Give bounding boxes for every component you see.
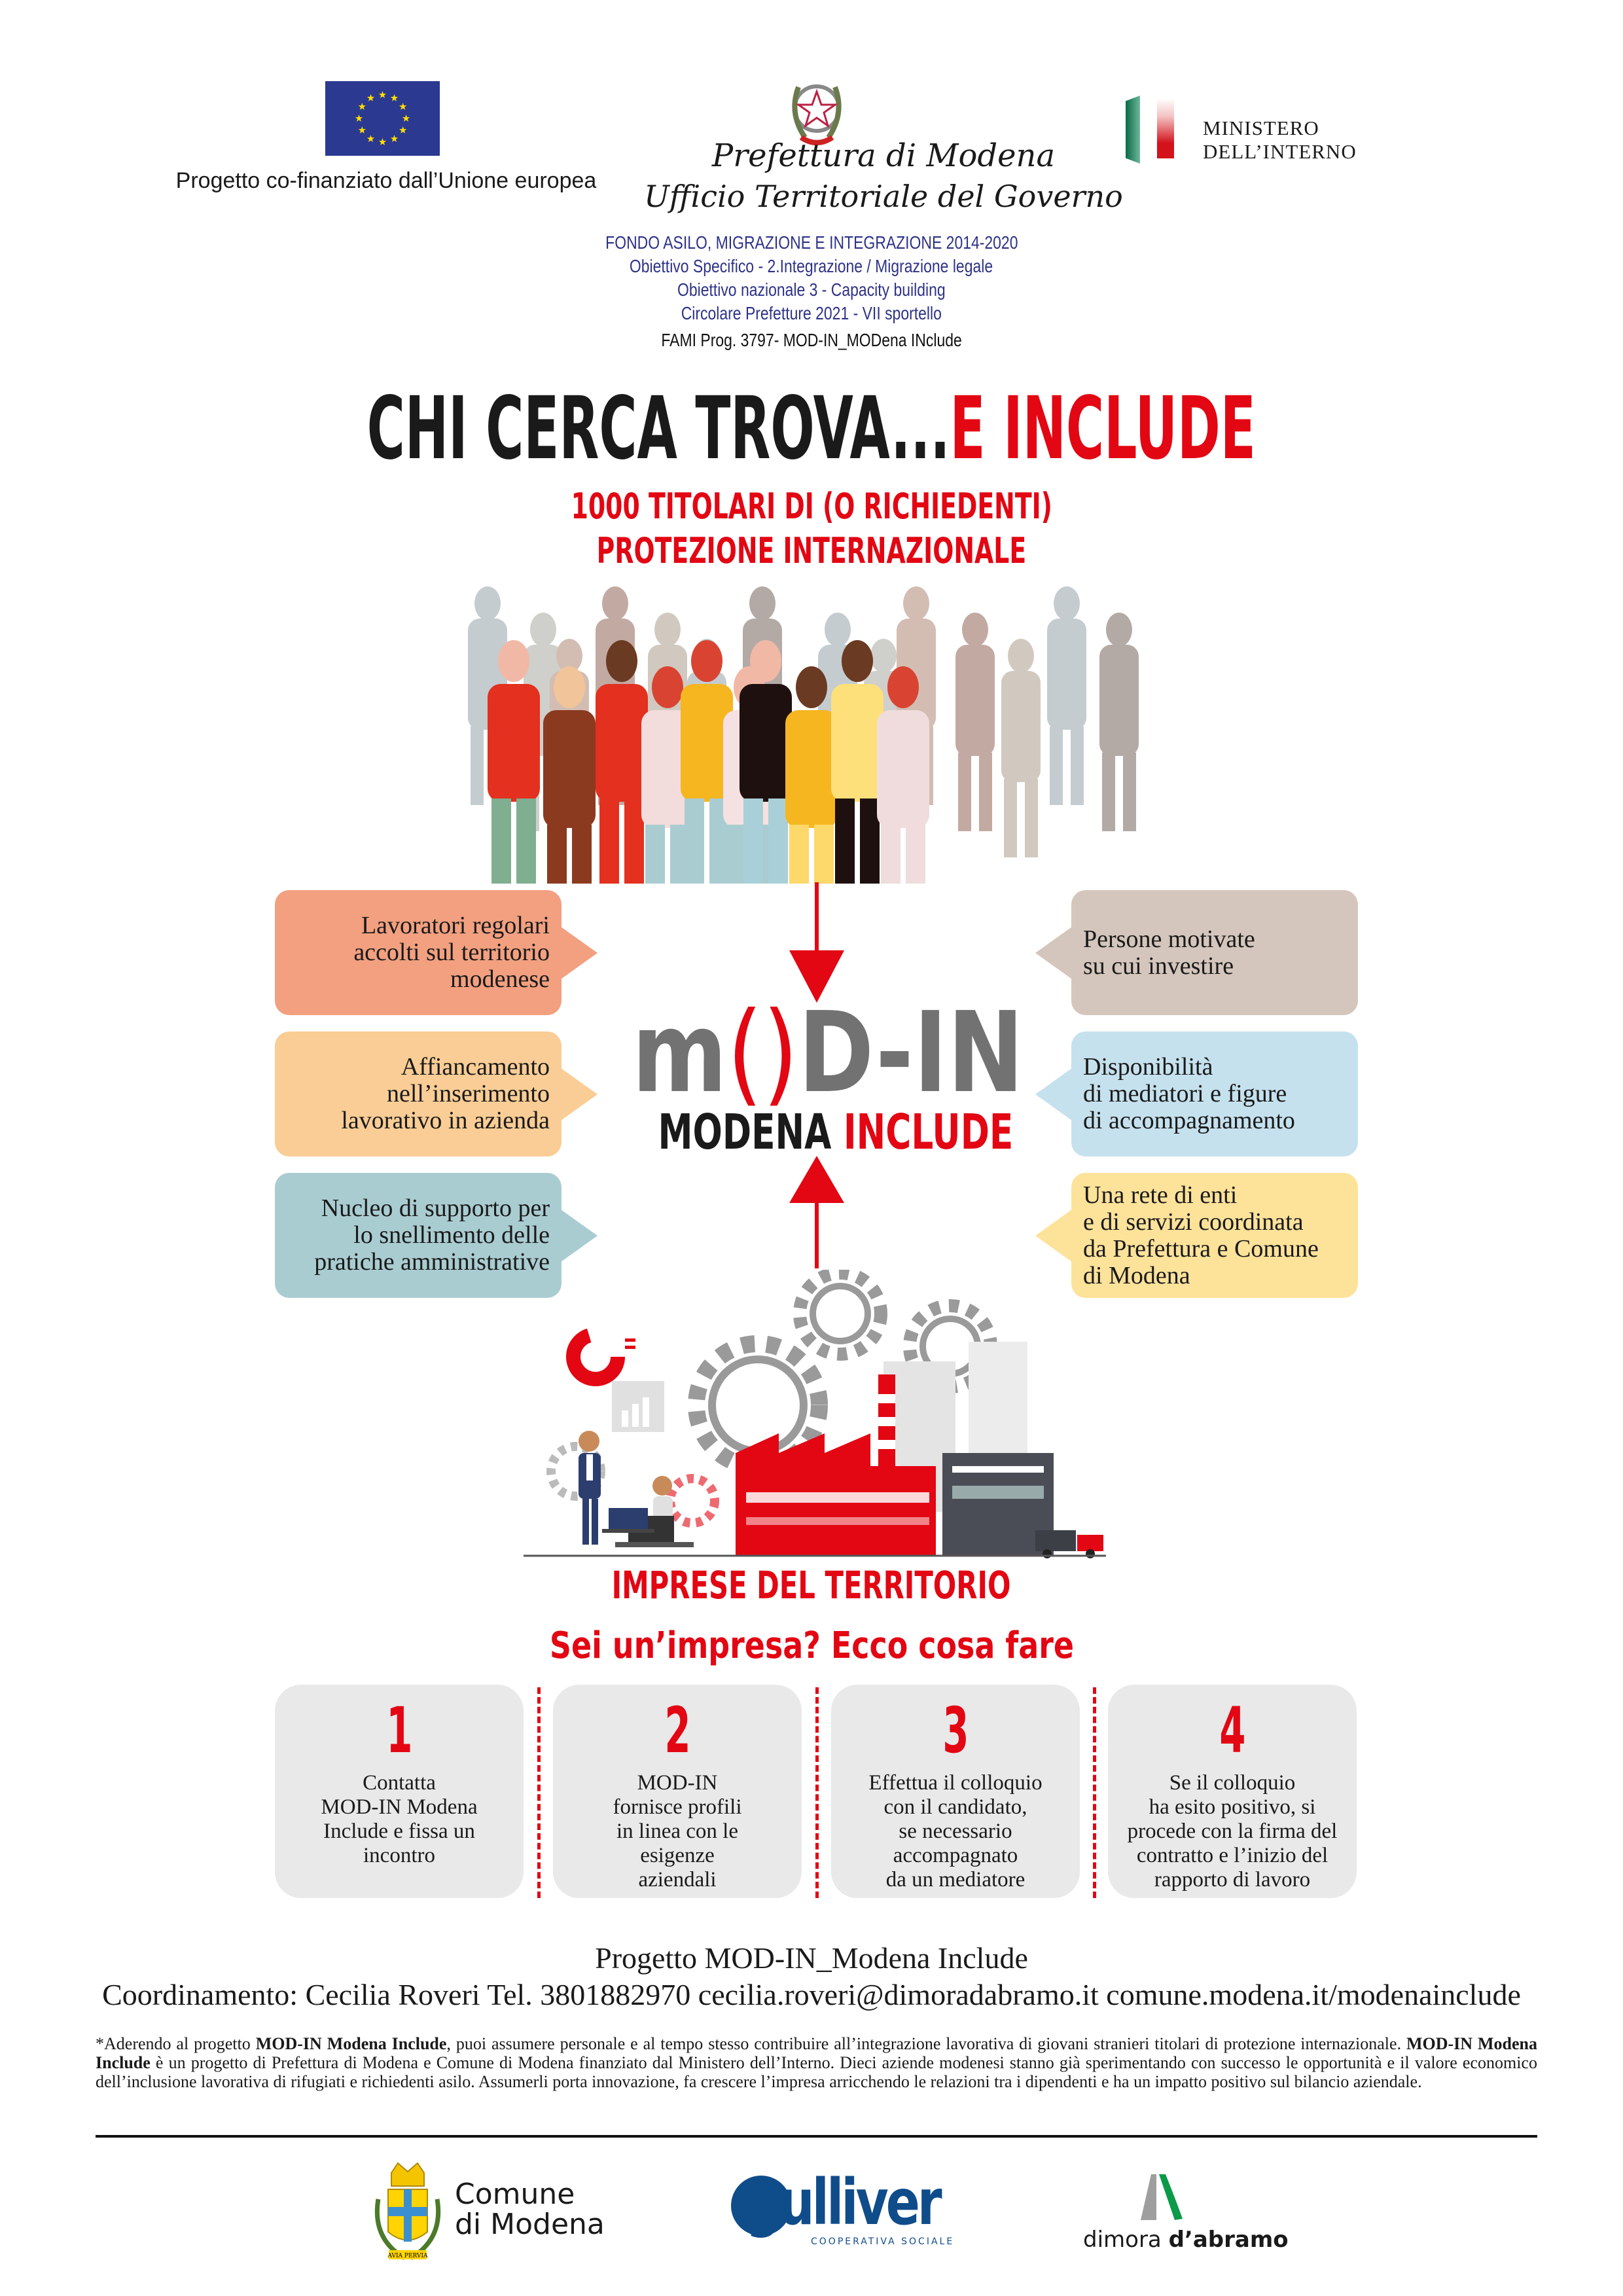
background-person-silhouette (654, 613, 681, 647)
main-title: CHI CERCA TROVA...E INCLUDE (0, 376, 1623, 481)
person-figure (652, 666, 683, 708)
modena-include-wordmark: MODENA INCLUDE (658, 1104, 1014, 1160)
title-red: E INCLUDE (950, 378, 1257, 479)
eu-star-icon (378, 91, 387, 98)
person-figure (750, 640, 781, 682)
background-person-silhouette (903, 586, 929, 620)
arrow-up-icon (789, 1156, 844, 1268)
fami-line: FONDO ASILO, MIGRAZIONE E INTEGRAZIONE 2… (605, 232, 1018, 253)
eu-star-icon (390, 135, 399, 142)
gulliver-logo: gulliver COOPERATIVA SOCIALE (731, 2171, 967, 2251)
eu-star-icon (358, 126, 366, 134)
step-divider (537, 1687, 541, 1898)
divider (96, 2135, 1537, 2138)
person-figure (796, 666, 827, 708)
benefit-box-workers: Lavoratori regolari accolti sul territor… (275, 890, 597, 1015)
person-figure (498, 640, 529, 682)
business-factory-illustration (524, 1270, 1106, 1558)
background-person-silhouette (1054, 586, 1080, 620)
benefit-box-support: Affiancamento nell’inserimento lavorativ… (275, 1031, 597, 1157)
subtitle-line: PROTEZIONE INTERNAZIONALE (596, 530, 1027, 571)
eu-stars-icon (355, 91, 410, 145)
donut-chart-icon (566, 1327, 625, 1386)
fami-line: Circolare Prefetture 2021 - VII sportell… (681, 303, 942, 323)
prefettura-subtitle: Ufficio Territoriale del Governo (644, 179, 1123, 214)
fami-program: FAMI Prog. 3797- MOD-IN_MODena INclude (661, 330, 962, 350)
subtitle-line: 1000 TITOLARI DI (O RICHIEDENTI) (571, 486, 1052, 527)
fami-line: Obiettivo Specifico - 2.Integrazione / M… (630, 256, 993, 276)
background-person-silhouette (962, 613, 988, 647)
step-divider (1093, 1687, 1096, 1898)
title-black: CHI CERCA TROVA... (366, 378, 950, 479)
background-person-silhouette (825, 613, 851, 647)
italian-emblem-icon (792, 84, 842, 145)
gear-icon (688, 1335, 828, 1475)
eu-star-icon (355, 115, 363, 122)
person-figure (554, 666, 585, 708)
benefit-box-admin: Nucleo di supporto per lo snellimento de… (275, 1173, 597, 1298)
person-figure (842, 640, 873, 682)
benefit-box-motivated: Persone motivate su cui investire (1035, 890, 1358, 1015)
cta-heading: Sei un’impresa? Ecco cosa fare (549, 1624, 1074, 1667)
step-divider (815, 1687, 819, 1898)
businessman-figure (579, 1431, 601, 1545)
background-person-silhouette (556, 639, 582, 673)
svg-text:AVIA PERVIA: AVIA PERVIA (387, 2253, 428, 2259)
footnote: *Aderendo al progetto MOD-IN Modena Incl… (96, 2034, 1537, 2091)
background-person-silhouette (870, 639, 897, 673)
arrow-down-icon (789, 882, 844, 1003)
background-person-silhouette (474, 586, 501, 620)
gear-icon (793, 1270, 887, 1361)
person-figure (887, 666, 919, 708)
imprese-heading: IMPRESE DEL TERRITORIO (612, 1563, 1011, 1607)
eu-star-icon (366, 135, 375, 142)
person-figure (606, 640, 637, 682)
background-person-silhouette (1008, 639, 1034, 673)
eu-star-icon (399, 103, 407, 110)
eu-star-icon (358, 103, 366, 110)
prefettura-name: Prefettura di Modena (711, 137, 1056, 174)
background-person-silhouette (749, 586, 776, 620)
eu-caption: Progetto co-finanziato dall’Unione europ… (175, 168, 597, 193)
ministero-label: MINISTERO DELL’INTERNO (1203, 117, 1357, 163)
background-person-silhouette (1106, 613, 1132, 647)
comune-di-modena-label: Comune di Modena (455, 2178, 605, 2241)
eu-flag-logo (325, 81, 440, 156)
fami-line: Obiettivo nazionale 3 - Capacity buildin… (677, 279, 946, 300)
eu-star-icon (390, 94, 399, 101)
gear-icon (708, 1355, 808, 1455)
chimney-icon (878, 1374, 895, 1473)
dimora-dabramo-mark-icon (1141, 2174, 1183, 2220)
truck-icon (1035, 1530, 1103, 1558)
project-name: Progetto MOD-IN_Modena Include (595, 1941, 1028, 1975)
benefit-box-mediators: Disponibilità di mediatori e figure di a… (1035, 1031, 1358, 1157)
comune-di-modena-crest-icon: AVIA PERVIA (374, 2162, 441, 2261)
eu-star-icon (378, 138, 387, 145)
person-figure (691, 640, 722, 682)
ministero-flag-icon (1157, 98, 1174, 158)
ministero-flag-icon (1126, 96, 1140, 164)
background-person-silhouette (602, 586, 628, 620)
people-crowd-illustration (468, 586, 1139, 884)
eu-star-icon (399, 126, 407, 134)
benefit-box-network: Una rete di enti e di servizi coordinata… (1035, 1173, 1358, 1298)
background-person-silhouette (530, 613, 556, 647)
eu-star-icon (366, 94, 375, 101)
mod-in-logo: m()D-IN (632, 988, 1024, 1118)
eu-star-icon (402, 115, 410, 122)
coordination-contact: Coordinamento: Cecilia Roveri Tel. 38018… (102, 1978, 1521, 2011)
dimora-dabramo-label: dimora d’abramo (1083, 2227, 1289, 2253)
